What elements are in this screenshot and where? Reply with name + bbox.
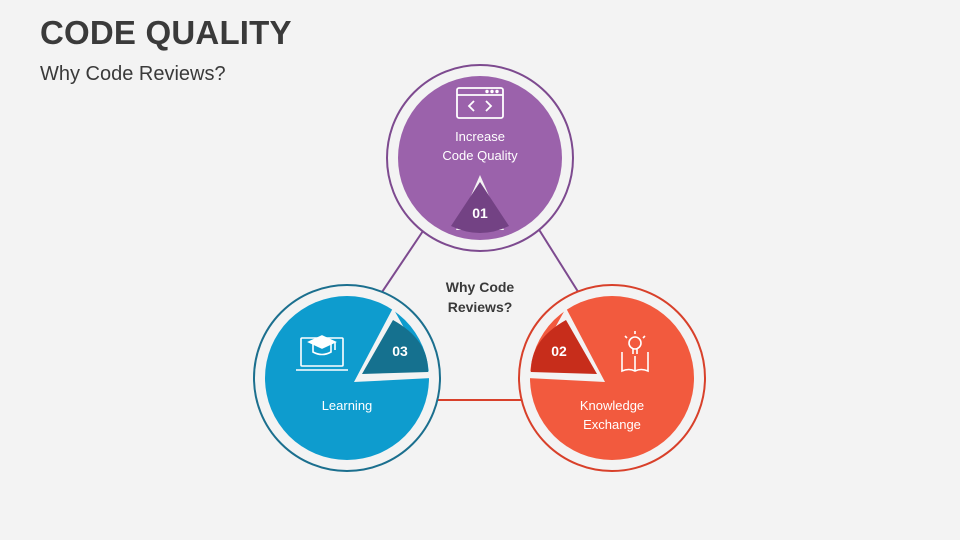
cycle-item-02: 02 Knowledge Exchange <box>518 284 706 472</box>
item-label-line1: Learning <box>322 398 373 413</box>
connector-line-01-03 <box>377 227 426 299</box>
item-label-line1: Knowledge <box>580 398 644 413</box>
code-window-icon <box>456 87 504 119</box>
item-number: 01 <box>472 205 488 221</box>
center-label-line2: Reviews? <box>448 299 513 315</box>
center-label-line1: Why Code <box>446 279 515 295</box>
connector-lines <box>377 227 583 401</box>
item-number: 02 <box>551 343 567 359</box>
number-wedge <box>530 320 597 374</box>
cycle-item-03: 03 Learning <box>253 284 441 472</box>
graduation-laptop-icon <box>296 335 348 371</box>
page-title: CODE QUALITY <box>40 14 292 51</box>
connector-line-01-02 <box>537 227 583 299</box>
item-number: 03 <box>392 343 408 359</box>
page-subtitle: Why Code Reviews? <box>40 63 226 85</box>
item-label-line2: Exchange <box>583 417 641 432</box>
number-wedge <box>362 320 429 374</box>
lightbulb-book-icon <box>621 331 649 373</box>
item-circle <box>398 76 562 240</box>
number-wedge <box>451 182 509 233</box>
item-label-line1: Increase <box>455 129 505 144</box>
cycle-item-01: 01 Increase Code Quality <box>386 64 574 252</box>
item-label-line2: Code Quality <box>442 148 518 163</box>
